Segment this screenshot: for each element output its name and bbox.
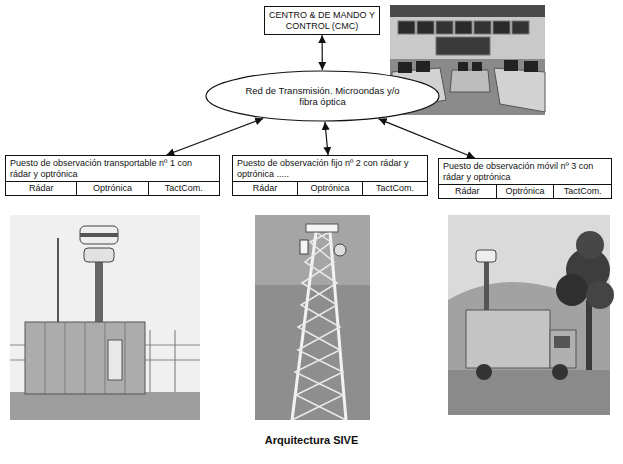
cell-label: Optrónica bbox=[499, 186, 552, 197]
mobile-post-photo bbox=[576, 231, 604, 259]
transportable-post-photo bbox=[175, 330, 176, 392]
transmission-link bbox=[166, 118, 263, 155]
transmission-link bbox=[379, 119, 475, 158]
control-room-photo bbox=[416, 61, 430, 72]
control-room-photo bbox=[436, 37, 490, 55]
node-label: Red de Transmisión. Microondas y/o fibra… bbox=[240, 85, 405, 107]
mobile-post-photo bbox=[466, 310, 550, 368]
transportable-post-photo bbox=[84, 248, 114, 262]
mobile-post-photo bbox=[550, 330, 576, 368]
cell-label: Rádar bbox=[235, 183, 295, 194]
mobile-post-photo bbox=[476, 364, 492, 380]
cell-label: Optrónica bbox=[300, 183, 360, 194]
observation-post-box: Puesto de observación fijo nº 2 con ráda… bbox=[232, 155, 428, 196]
mobile-post-photo bbox=[448, 370, 610, 415]
cell-label: TactCom. bbox=[151, 183, 217, 194]
subsystem-cell: Rádar bbox=[6, 181, 76, 195]
transportable-post-photo bbox=[125, 322, 126, 394]
transportable-post-photo bbox=[25, 322, 145, 394]
control-room-photo bbox=[390, 17, 545, 59]
transmission-link bbox=[321, 35, 322, 70]
transportable-post-photo bbox=[80, 233, 118, 237]
mobile-post-photo bbox=[552, 364, 568, 380]
mobile-post-photo bbox=[476, 250, 496, 262]
post-heading: Puesto de observación fijo nº 2 con ráda… bbox=[233, 156, 427, 181]
control-room-photo bbox=[458, 62, 468, 71]
subsystem-cell: TactCom. bbox=[553, 184, 611, 198]
ellipse-outline bbox=[206, 71, 439, 121]
observation-post-box: Puesto de observación móvil nº 3 con rád… bbox=[438, 158, 612, 199]
cell-label: TactCom. bbox=[556, 186, 609, 197]
subsystem-cell: Optrónica bbox=[76, 181, 147, 195]
control-room-photo bbox=[524, 61, 538, 72]
cell-label: Rádar bbox=[8, 183, 74, 194]
mobile-post-photo bbox=[484, 260, 489, 312]
post-heading: Puesto de observación móvil nº 3 con rád… bbox=[439, 159, 611, 184]
transportable-post-photo bbox=[10, 392, 200, 420]
figure-caption: Arquitectura SIVE bbox=[0, 434, 623, 446]
fixed-tower-photo bbox=[296, 232, 346, 420]
transportable-post-photo bbox=[95, 252, 103, 324]
fixed-tower-photo bbox=[300, 240, 308, 254]
transportable-post-photo bbox=[105, 322, 106, 394]
transportable-post-photo bbox=[85, 322, 86, 394]
cell-label: Optrónica bbox=[79, 183, 145, 194]
mobile-post-photo bbox=[554, 336, 570, 348]
control-room-photo bbox=[494, 68, 545, 112]
subsystem-cell: Optrónica bbox=[496, 184, 554, 198]
control-room-photo bbox=[472, 62, 482, 71]
subsystem-cell: TactCom. bbox=[362, 181, 427, 195]
subsystem-cell: Rádar bbox=[439, 184, 496, 198]
control-room-photo bbox=[436, 21, 453, 34]
mobile-post-photo bbox=[448, 282, 611, 415]
cell-label: TactCom. bbox=[365, 183, 425, 194]
control-room-photo bbox=[417, 21, 434, 34]
mobile-post-photo bbox=[448, 215, 614, 415]
fixed-tower-photo bbox=[255, 215, 370, 420]
fixed-tower-photo bbox=[306, 224, 338, 232]
control-room-photo bbox=[398, 62, 412, 73]
transportable-post-photo bbox=[10, 215, 200, 420]
mobile-post-photo bbox=[556, 274, 588, 306]
control-room-photo bbox=[398, 21, 415, 34]
control-room-photo bbox=[493, 21, 510, 34]
transportable-post-photo bbox=[65, 322, 66, 394]
control-room-photo bbox=[474, 21, 491, 34]
transportable-post-photo bbox=[150, 330, 151, 392]
mobile-post-photo bbox=[586, 300, 592, 370]
transportable-post-photo bbox=[108, 340, 122, 380]
control-room-photo bbox=[390, 5, 545, 17]
subsystem-cell: TactCom. bbox=[148, 181, 219, 195]
observation-post-box: Puesto de observación transportable nº 1… bbox=[5, 155, 220, 196]
cell-label: Rádar bbox=[441, 186, 494, 197]
control-room-photo bbox=[504, 60, 518, 71]
subsystem-cell: Optrónica bbox=[297, 181, 362, 195]
transportable-post-photo bbox=[80, 226, 118, 244]
control-room-photo bbox=[455, 21, 472, 34]
post-heading: Puesto de observación transportable nº 1… bbox=[6, 156, 219, 181]
command-center-box: CENTRO & DE MANDO Y CONTROL (CMC) bbox=[264, 6, 380, 35]
fixed-tower-photo bbox=[334, 244, 346, 256]
node-label: CENTRO & DE MANDO Y CONTROL (CMC) bbox=[269, 10, 375, 31]
transportable-post-photo bbox=[45, 322, 46, 394]
control-room-photo bbox=[512, 21, 529, 34]
subsystem-cell: Rádar bbox=[233, 181, 297, 195]
transmission-link bbox=[325, 122, 328, 155]
network-ellipse: Red de Transmisión. Microondas y/o fibra… bbox=[205, 70, 440, 122]
transportable-post-photo bbox=[10, 215, 200, 420]
mobile-post-photo bbox=[586, 281, 614, 309]
control-room-photo bbox=[450, 70, 490, 92]
transportable-post-photo bbox=[57, 238, 59, 322]
fixed-tower-photo bbox=[292, 232, 343, 420]
fixed-tower-photo bbox=[255, 215, 370, 420]
